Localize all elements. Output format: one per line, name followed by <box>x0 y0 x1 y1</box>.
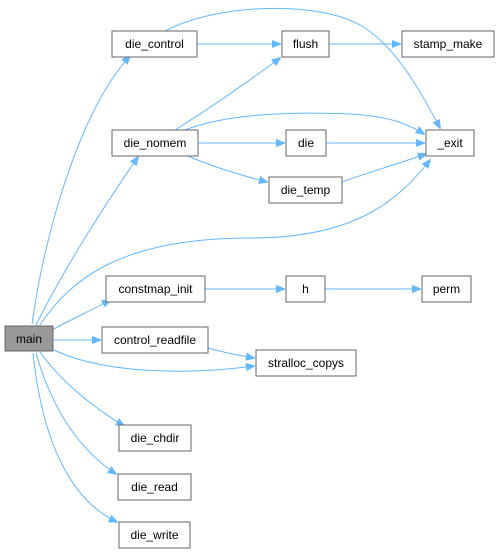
node-die-nomem[interactable]: die_nomem <box>111 129 199 157</box>
edge-die-nomem-die-temp <box>185 154 267 182</box>
node-die-nomem-label: die_nomem <box>124 136 187 150</box>
edge-main-die-chdir <box>39 351 124 426</box>
edge-control-readfile-stralloc-copys <box>207 347 254 358</box>
node-die-chdir[interactable]: die_chdir <box>118 424 192 452</box>
node-stamp-make[interactable]: stamp_make <box>401 30 495 58</box>
edge-main-die-read <box>35 352 116 474</box>
node-perm-label: perm <box>433 282 460 296</box>
edge-main-constmap-init <box>51 300 110 331</box>
node-die-temp-label: die_temp <box>281 183 331 197</box>
node-perm[interactable]: perm <box>421 275 472 303</box>
node-die[interactable]: die <box>285 129 327 157</box>
node-die-read-label: die_read <box>131 480 178 494</box>
nodes: main die_control flush stamp_make die_no… <box>4 30 495 549</box>
edge-main-die-write <box>32 352 117 522</box>
edge-main-die-nomem <box>35 157 138 326</box>
node-h[interactable]: h <box>285 275 326 303</box>
edge-die-nomem-exit <box>184 112 424 134</box>
edge-die-control-exit <box>164 7 440 128</box>
node-stralloc-copys-label: stralloc_copys <box>268 356 344 370</box>
edge-die-temp-exit <box>341 154 426 183</box>
node-exit[interactable]: _exit <box>425 129 475 157</box>
node-exit-label: _exit <box>436 136 463 150</box>
node-die-chdir-label: die_chdir <box>131 431 180 445</box>
node-main-label: main <box>16 332 42 346</box>
edge-main-stralloc-copys <box>53 349 254 372</box>
node-die-read[interactable]: die_read <box>117 473 192 501</box>
node-die-write[interactable]: die_write <box>118 521 191 549</box>
node-control-readfile-label: control_readfile <box>114 333 196 347</box>
node-stralloc-copys[interactable]: stralloc_copys <box>255 349 357 377</box>
node-main[interactable]: main <box>4 325 54 352</box>
node-control-readfile[interactable]: control_readfile <box>101 326 209 354</box>
node-stamp-make-label: stamp_make <box>414 37 483 51</box>
edge-main-exit <box>39 160 430 326</box>
edge-main-die-control <box>31 56 130 325</box>
node-die-control[interactable]: die_control <box>111 30 198 58</box>
node-die-write-label: die_write <box>130 528 178 542</box>
node-constmap-init[interactable]: constmap_init <box>105 275 206 303</box>
node-h-label: h <box>302 282 309 296</box>
edge-die-nomem-flush <box>174 58 280 131</box>
node-die-temp[interactable]: die_temp <box>268 176 343 204</box>
node-flush[interactable]: flush <box>281 30 330 58</box>
node-flush-label: flush <box>293 37 318 51</box>
node-die-label: die <box>298 136 314 150</box>
node-die-control-label: die_control <box>125 37 184 51</box>
edges <box>31 7 440 522</box>
node-constmap-init-label: constmap_init <box>118 282 193 296</box>
